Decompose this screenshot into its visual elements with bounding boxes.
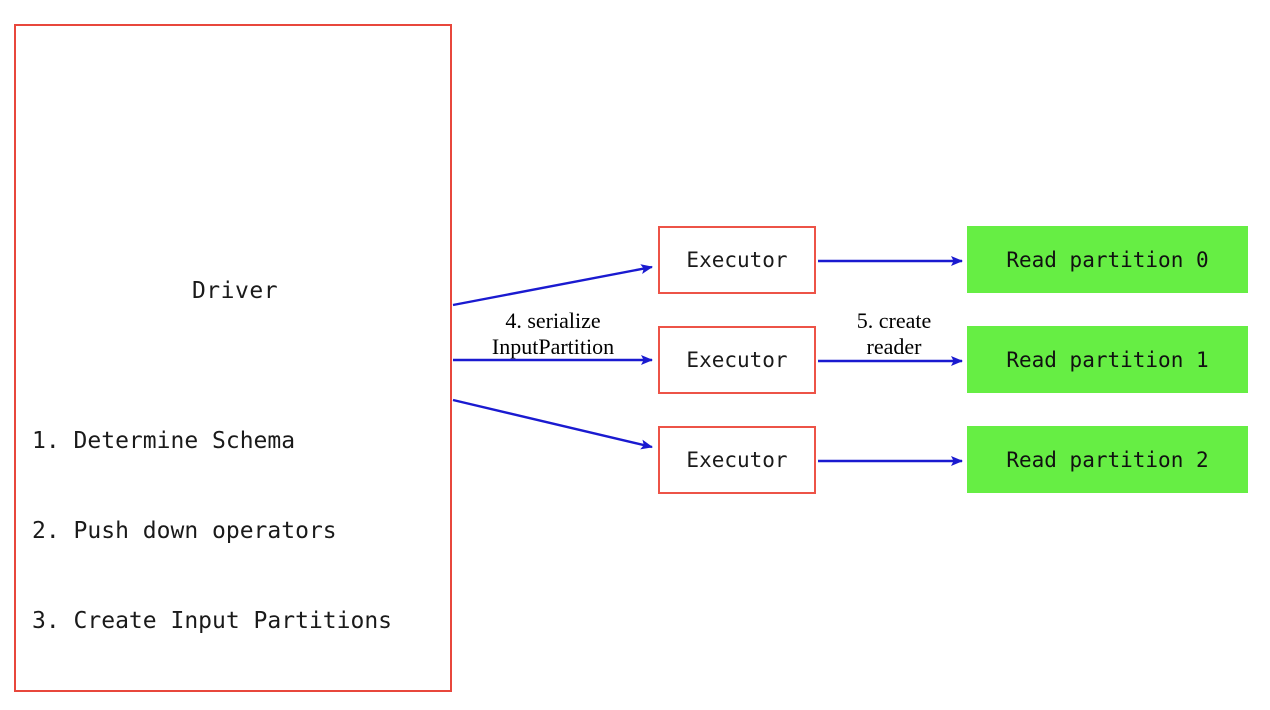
executor-label-0: Executor bbox=[686, 248, 788, 272]
read-partition-box-1: Read partition 1 bbox=[967, 326, 1248, 393]
driver-step-2: 2. Push down operators bbox=[32, 518, 337, 544]
driver-step-3: 3. Create Input Partitions bbox=[32, 608, 393, 634]
read-partition-label-1: Read partition 1 bbox=[1006, 347, 1209, 372]
read-partition-box-0: Read partition 0 bbox=[967, 226, 1248, 293]
arrow-label-create-reader: 5. create reader bbox=[856, 308, 932, 359]
driver-box: Driver 1. Determine Schema 2. Push down … bbox=[14, 24, 452, 692]
executor-box-0: Executor bbox=[658, 226, 816, 294]
executor-box-1: Executor bbox=[658, 326, 816, 394]
arrow-driver-to-executor-2 bbox=[452, 398, 653, 450]
read-partition-label-0: Read partition 0 bbox=[1006, 247, 1209, 272]
driver-step-1: 1. Determine Schema bbox=[32, 428, 296, 454]
executor-label-2: Executor bbox=[686, 448, 788, 472]
executor-box-2: Executor bbox=[658, 426, 816, 494]
driver-title: Driver bbox=[191, 278, 279, 304]
read-partition-label-2: Read partition 2 bbox=[1006, 447, 1209, 472]
arrow-label-serialize: 4. serialize InputPartition bbox=[491, 308, 615, 359]
read-partition-box-2: Read partition 2 bbox=[967, 426, 1248, 493]
executor-label-1: Executor bbox=[686, 348, 788, 372]
arrow-driver-to-executor-0 bbox=[452, 264, 653, 307]
driver-steps-list: 1. Determine Schema 2. Push down operato… bbox=[32, 366, 452, 696]
